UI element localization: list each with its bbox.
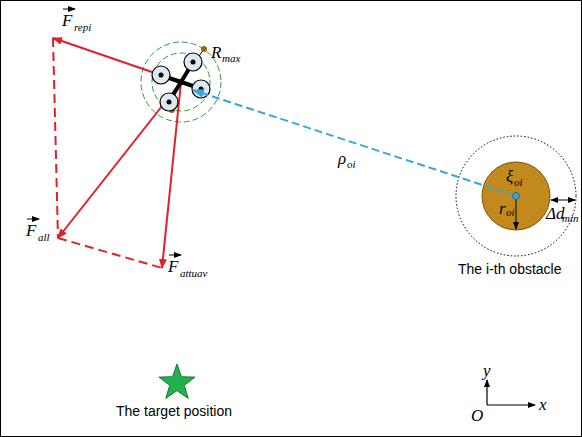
axis-label: O: [471, 407, 483, 424]
vector-mark: [27, 219, 39, 220]
symbol: r: [499, 200, 506, 217]
margin-arrow: [551, 200, 575, 201]
vector-mark: [63, 9, 75, 10]
y-axis: [486, 380, 487, 405]
force-arrow: [58, 82, 181, 238]
obstacle: [482, 162, 550, 230]
subscript: oi: [347, 159, 356, 170]
subscript: all: [38, 232, 50, 243]
vector-name: F: [62, 12, 72, 29]
subscript: max: [222, 53, 240, 64]
caption-text: The i-th obstacle: [458, 262, 562, 276]
force-dash: [53, 38, 58, 238]
symbol: Δd: [546, 205, 564, 222]
subscript: min: [562, 213, 579, 224]
distance-arrow: [193, 90, 516, 196]
symbol: ρ: [338, 150, 346, 167]
subscript: repi: [74, 22, 91, 33]
vector-name: F: [168, 258, 178, 275]
symbol: R: [211, 44, 221, 61]
force-dash: [58, 238, 162, 268]
vector-name: F: [26, 222, 36, 239]
subscript: oi: [514, 177, 523, 188]
radius-arrow: [516, 196, 517, 229]
subscript: attuav: [180, 268, 208, 279]
quadrotor: [152, 53, 210, 111]
safety-circle: [152, 53, 210, 111]
subscript: oi: [506, 207, 515, 218]
safety-margin: [456, 136, 576, 256]
symbol: ξ: [506, 168, 513, 185]
vector-mark: [169, 255, 181, 256]
radius-dot: [201, 46, 207, 52]
x-axis: [487, 404, 535, 405]
axis-label: y: [483, 362, 491, 379]
target-star: [159, 364, 195, 398]
force-arrow: [53, 38, 181, 82]
obstacle-center: [513, 193, 520, 200]
caption-text: The target position: [116, 404, 232, 418]
axis-label: x: [539, 396, 547, 413]
safety-circle: [141, 42, 221, 122]
